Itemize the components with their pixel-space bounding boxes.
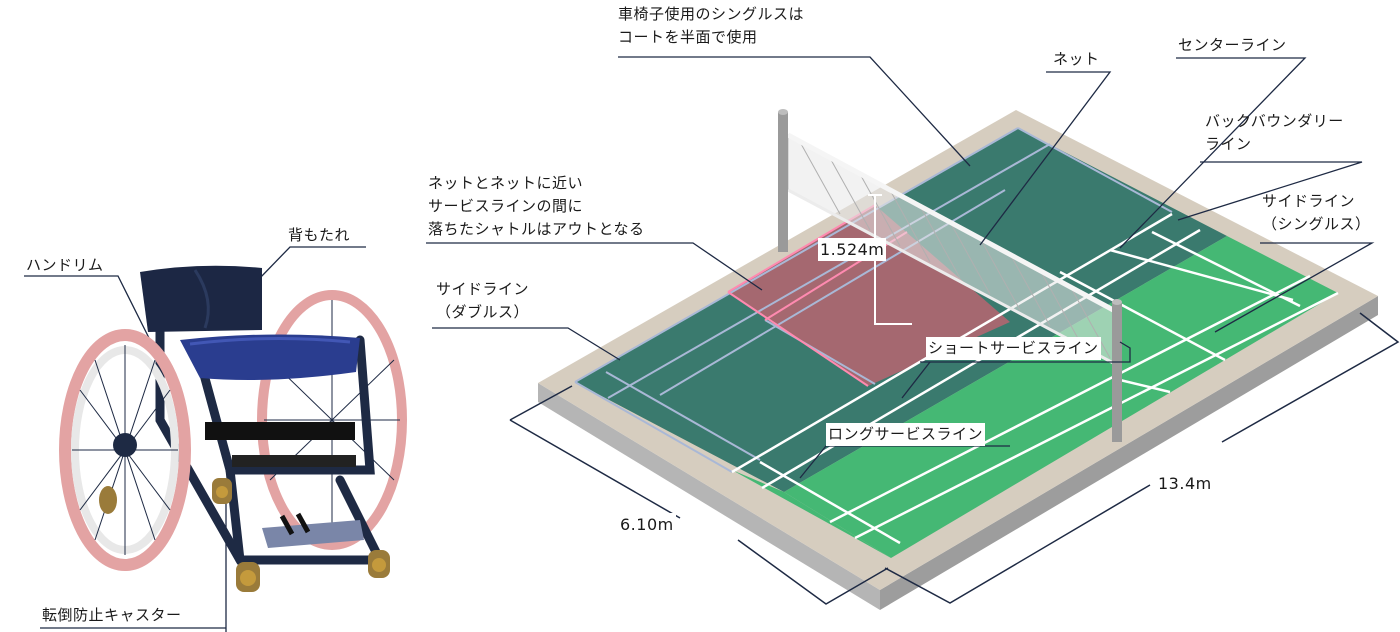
label-anti-tip-caster: 転倒防止キャスター: [42, 606, 182, 624]
length-dim-line-2: [1221, 312, 1400, 443]
label-side-line-singles: サイドライン （シングルス）: [1262, 192, 1371, 233]
net-pattern: [799, 141, 1111, 359]
rear-wheel-near-tire: [59, 329, 191, 571]
length-dim-line: [884, 484, 1151, 604]
net-bottom-tape: [787, 188, 1118, 367]
near-back-line: [854, 291, 1339, 540]
leader-out-zone: [426, 242, 763, 291]
leader-half-court: [618, 56, 971, 167]
leg-strap-upper: [205, 422, 355, 440]
rear-caster-near: [99, 486, 117, 514]
label-side-line-doubles: サイドライン （ダブルス）: [436, 280, 530, 321]
label-back-boundary-line: バックバウンダリー ライン: [1205, 112, 1344, 153]
net-post-right: [1112, 302, 1122, 442]
far-back-line: [574, 381, 733, 473]
near-divider-b: [1109, 248, 1294, 302]
label-width-dimension: 6.10m: [618, 513, 676, 536]
label-length-dimension: 13.4m: [1156, 472, 1214, 495]
width-dim-line-3: [737, 539, 889, 605]
near-divider-d: [1119, 378, 1171, 394]
leader-short-service: [920, 341, 1131, 363]
label-out-zone-note: ネットとネットに近い サービスラインの間に 落ちたシャトルはアウトとなる: [428, 174, 645, 238]
leader-back-boundary: [1177, 161, 1363, 221]
footrest-straps: [279, 512, 311, 536]
net-top-tape: [786, 132, 1119, 315]
leader-center-line: [1119, 57, 1307, 249]
court-near-half: [784, 236, 1338, 558]
anti-tip-caster: [212, 478, 232, 504]
label-net: ネット: [1053, 50, 1100, 68]
court-base-right-side: [880, 296, 1378, 610]
far-short-service-line: [764, 319, 876, 385]
near-long-service-line: [829, 274, 1311, 524]
label-half-court-note: 車椅子使用のシングルスは コートを半面で使用: [618, 5, 805, 46]
leg-strap-lower: [232, 455, 356, 467]
near-divider-c: [1151, 230, 1301, 308]
rear-wheel-far: [257, 290, 407, 550]
backrest: [140, 265, 262, 332]
label-center-line: センターライン: [1178, 36, 1287, 54]
leader-long-service: [799, 445, 1010, 479]
wheelchair: [59, 265, 407, 592]
leader-net: [979, 71, 1112, 246]
leader-side-doubles: [432, 327, 621, 361]
near-divider-e: [759, 460, 901, 545]
far-long-service-line: [605, 371, 761, 461]
leader-short-service-2: [901, 361, 931, 399]
label-backrest: 背もたれ: [288, 226, 351, 244]
far-side-line-doubles: [574, 127, 1019, 383]
label-long-service-line: ロングサービスライン: [826, 423, 986, 446]
far-baseline-top: [1017, 127, 1173, 213]
net-post-left: [778, 112, 788, 252]
net-post-right-cap: [1112, 299, 1122, 305]
width-dim-line: [509, 385, 573, 421]
label-short-service-line: ショートサービスライン: [926, 337, 1101, 360]
seat-cushion-top: [189, 336, 351, 346]
badminton-court: [538, 109, 1378, 610]
leader-side-singles: [1214, 242, 1375, 333]
label-handrim: ハンドリム: [26, 256, 104, 274]
near-divider-a: [1059, 270, 1226, 362]
out-zone-border-left: [727, 291, 869, 387]
net-post-left-cap: [778, 109, 788, 115]
front-casters: [236, 550, 390, 592]
court-base-left-side: [538, 383, 880, 610]
leader-handrim: [24, 275, 151, 341]
seat-cushion: [180, 334, 360, 380]
rear-wheel-hub: [113, 433, 137, 457]
width-dim-line-2: [509, 419, 681, 519]
label-net-height: 1.524m: [818, 238, 887, 261]
leader-backrest: [257, 246, 366, 281]
far-side-line-singles: [607, 143, 1051, 399]
backrest-highlight: [193, 269, 210, 329]
